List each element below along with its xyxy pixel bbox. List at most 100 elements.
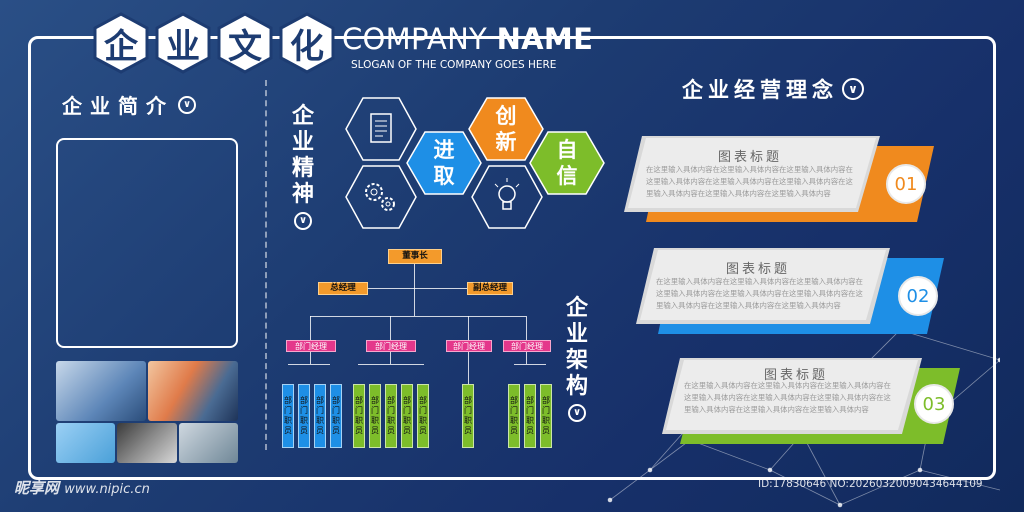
office-photo <box>56 423 116 463</box>
org-line <box>468 352 469 384</box>
team-photo <box>117 423 177 463</box>
spirit-title-char: 业 <box>292 130 315 155</box>
org-line <box>310 316 526 317</box>
org-line <box>526 352 527 364</box>
watermark-text: 昵享网 <box>14 479 60 497</box>
company-name-bold: NAME <box>496 22 594 56</box>
company-name: COMPANY NAME <box>342 22 593 56</box>
hex-text: 取 <box>433 164 455 188</box>
intro-title-text: 企业简介 <box>62 94 174 118</box>
org-line <box>514 364 546 365</box>
title-char: 企 <box>104 26 138 67</box>
gears-hex <box>344 164 418 230</box>
org-staff: 部门职员 <box>282 384 294 448</box>
gears-icon <box>365 183 395 211</box>
org-line <box>310 316 311 340</box>
spirit-title-char: 神 <box>292 182 315 207</box>
lightbulb-hex <box>470 164 544 230</box>
chevron-down-icon: ∨ <box>842 78 864 100</box>
org-line <box>288 364 330 365</box>
title-char: 业 <box>166 26 200 67</box>
photo-collage <box>56 361 238 463</box>
org-department: 部门经理 <box>503 340 551 352</box>
hex-text: 进 <box>433 138 455 162</box>
org-line <box>358 364 424 365</box>
card-number: 02 <box>898 276 938 316</box>
philosophy-card-1: 图表标题 在这里输入具体内容在这里输入具体内容在这里输入具体内容在这里输入具体内… <box>622 132 982 228</box>
card-number: 03 <box>914 384 954 424</box>
org-chairman: 董事长 <box>388 249 442 264</box>
card-text: 在这里输入具体内容在这里输入具体内容在这里输入具体内容在这里输入具体内容在这里输… <box>684 381 891 414</box>
spirit-title-char: 精 <box>292 156 315 181</box>
card-number: 01 <box>886 164 926 204</box>
org-line <box>310 352 311 364</box>
hex-text: 信 <box>556 164 578 188</box>
intro-title: 企业简介 ∨ <box>62 90 196 119</box>
org-vgm: 副总经理 <box>467 282 513 295</box>
image-id: ID:17830646 NO:20260320090434644109 <box>758 478 983 490</box>
title-hex: 业 <box>154 12 212 74</box>
title-char: 化 <box>290 26 324 67</box>
company-name-light: COMPANY <box>342 22 488 56</box>
hex-chuangxin: 创 新 <box>467 96 545 162</box>
header-title: 企 业 文 化 <box>92 12 336 74</box>
outer-frame <box>28 36 996 480</box>
philosophy-title-text: 企业经营理念 <box>682 78 838 102</box>
card-title: 图表标题 <box>726 262 791 277</box>
org-staff: 部门职员 <box>369 384 381 448</box>
org-staff: 部门职员 <box>314 384 326 448</box>
philosophy-card-2: 图表标题 在这里输入具体内容在这里输入具体内容在这里输入具体内容在这里输入具体内… <box>634 244 994 340</box>
org-staff: 部门职员 <box>401 384 413 448</box>
org-staff: 部门职员 <box>385 384 397 448</box>
watermark-url: www.nipic.cn <box>64 482 150 497</box>
hex-text: 创 <box>495 104 517 128</box>
card-text: 在这里输入具体内容在这里输入具体内容在这里输入具体内容在这里输入具体内容在这里输… <box>656 277 863 310</box>
structure-title-char: 构 <box>566 374 589 399</box>
card-text: 在这里输入具体内容在这里输入具体内容在这里输入具体内容在这里输入具体内容在这里输… <box>646 165 853 198</box>
spirit-title-char: 企 <box>292 104 315 129</box>
org-gm: 总经理 <box>318 282 368 295</box>
card-title: 图表标题 <box>718 150 783 165</box>
org-staff: 部门职员 <box>508 384 520 448</box>
org-department: 部门经理 <box>366 340 416 352</box>
org-staff: 部门职员 <box>353 384 365 448</box>
org-line <box>390 352 391 364</box>
hex-jinqu: 进 取 <box>405 130 483 196</box>
org-line <box>468 316 469 340</box>
org-staff: 部门职员 <box>417 384 429 448</box>
structure-title: 企 业 架 构 ∨ <box>566 296 588 422</box>
handshake-photo <box>148 361 238 421</box>
document-icon <box>370 113 392 143</box>
org-line <box>414 264 415 316</box>
section-divider <box>265 80 267 450</box>
chevron-down-icon: ∨ <box>178 95 196 114</box>
spirit-title: 企 业 精 神 ∨ <box>292 104 314 230</box>
company-slogan: SLOGAN OF THE COMPANY GOES HERE <box>351 59 557 71</box>
intro-text-box <box>56 138 238 348</box>
structure-title-char: 企 <box>566 296 589 321</box>
title-hex: 化 <box>278 12 336 74</box>
card-title: 图表标题 <box>764 368 829 383</box>
org-line <box>390 316 391 340</box>
structure-title-char: 业 <box>566 322 589 347</box>
philosophy-card-3: 图表标题 在这里输入具体内容在这里输入具体内容在这里输入具体内容在这里输入具体内… <box>660 354 1020 450</box>
meeting-photo <box>178 423 238 463</box>
org-staff: 部门职员 <box>540 384 552 448</box>
org-line <box>526 316 527 340</box>
watermark: 昵享网 www.nipic.cn <box>14 477 150 498</box>
chevron-down-icon: ∨ <box>294 212 312 230</box>
hex-text: 新 <box>495 130 517 154</box>
philosophy-title: 企业经营理念 ∨ <box>682 74 864 104</box>
structure-title-char: 架 <box>566 348 589 373</box>
lightbulb-icon <box>494 178 520 210</box>
title-hex: 企 <box>92 12 150 74</box>
title-hex: 文 <box>216 12 274 74</box>
org-staff: 部门职员 <box>298 384 310 448</box>
org-staff: 部门职员 <box>462 384 474 448</box>
tablet-photo <box>56 361 146 421</box>
org-staff: 部门职员 <box>524 384 536 448</box>
title-char: 文 <box>228 26 262 67</box>
org-department: 部门经理 <box>446 340 492 352</box>
org-line <box>342 288 490 289</box>
document-hex <box>344 96 418 162</box>
